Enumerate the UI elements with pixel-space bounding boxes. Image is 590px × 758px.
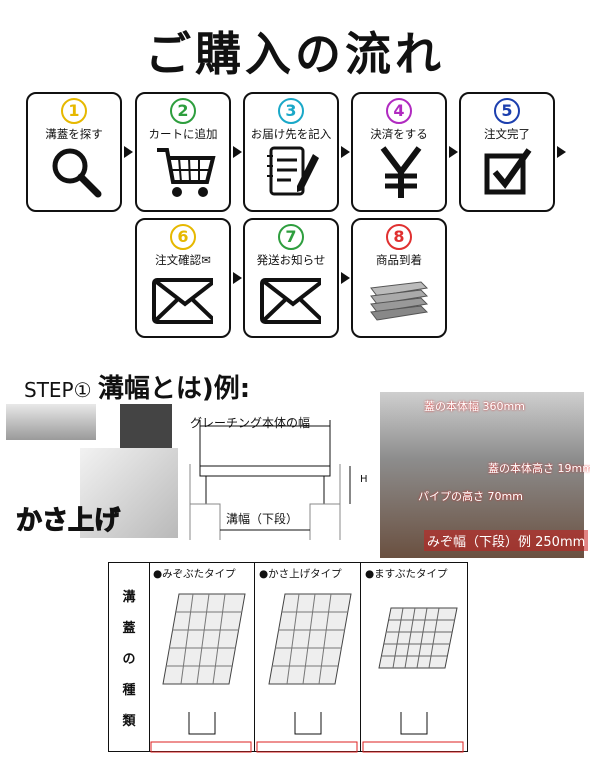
body-width-label: グレーチング本体の幅: [190, 416, 311, 430]
type-column: ●ますぶたタイプ: [361, 563, 467, 753]
page-title: ご購入の流れ: [145, 27, 445, 81]
step-5: 5 注文完了: [459, 92, 555, 212]
kasa-grating-photo: [80, 448, 178, 538]
step-2: 2 カートに追加: [135, 92, 231, 212]
ditch-width-label: 溝幅（下段）: [226, 512, 299, 526]
type-header: ●ますぶたタイプ: [365, 568, 448, 580]
step-section-title: STEP① 溝幅とは)例:: [24, 368, 250, 405]
grating-drawing: [150, 593, 252, 753]
grating-photo: [6, 404, 96, 440]
step-prefix: STEP①: [24, 378, 92, 402]
step-6: 6 注文確認✉: [135, 218, 231, 338]
step-number: 2: [170, 98, 196, 124]
step-number: 3: [278, 98, 304, 124]
type-column: ●かさ上げタイプ: [255, 563, 361, 753]
envelope-icon: [152, 278, 213, 324]
grating-stack-icon: [370, 281, 429, 321]
step-number: 5: [494, 98, 520, 124]
step-label: 発送お知らせ: [256, 253, 326, 267]
arrow-icon: [449, 146, 458, 158]
notepad-icon: [267, 146, 319, 196]
step-label: 商品到着: [376, 253, 422, 267]
checkbox-icon: [484, 148, 532, 195]
arrow-icon: [233, 272, 242, 284]
step-label: 決済をする: [370, 127, 428, 141]
cart-icon: [157, 148, 216, 197]
ditch-diagram: [189, 420, 351, 540]
h-label: H: [360, 474, 368, 485]
photo-pipe-height: パイプの高さ 70mm: [418, 490, 523, 503]
step-number: 7: [278, 224, 304, 250]
envelope-icon: [260, 278, 321, 324]
types-table: 溝 蓋 の 種 類 ●みぞぶたタイプ ●かさ上げタイプ: [108, 562, 468, 753]
step-number: 6: [170, 224, 196, 250]
step-8: 8 商品到着: [351, 218, 447, 338]
magnifier-icon: [52, 148, 102, 198]
step-7: 7 発送お知らせ: [243, 218, 339, 338]
step-4: 4 決済をする: [351, 92, 447, 212]
arrow-icon: [233, 146, 242, 158]
grating-drawing: [256, 593, 358, 753]
grating-profile-photo: [120, 404, 172, 448]
step-label: カートに追加: [148, 127, 218, 141]
arrow-icon: [341, 272, 350, 284]
arrow-icon: [341, 146, 350, 158]
type-header: ●みぞぶたタイプ: [153, 568, 236, 580]
photo-body-width: 蓋の本体幅 360mm: [424, 400, 525, 413]
arrow-icon: [557, 146, 566, 158]
grating-drawing: [362, 607, 464, 753]
type-column: ●みぞぶたタイプ: [149, 563, 255, 753]
step-label: 注文確認✉: [155, 253, 211, 267]
step-number: 1: [61, 98, 87, 124]
photo-body-height: 蓋の本体高さ 19mm: [488, 462, 590, 475]
step-1: 1 溝蓋を探す: [26, 92, 122, 212]
step-label: お届け先を記入: [250, 127, 332, 141]
arrow-icon: [124, 146, 133, 158]
step-label: 注文完了: [484, 127, 530, 141]
step-heading: 溝幅とは)例:: [97, 374, 251, 404]
yen-icon: [380, 146, 422, 198]
step-number: 8: [386, 224, 412, 250]
types-vertical-label: 溝 蓋 の 種 類: [109, 563, 150, 751]
step-label: 溝蓋を探す: [45, 127, 103, 141]
step-3: 3 お届け先を記入: [243, 92, 339, 212]
kasa-label: かさ上げ: [15, 505, 121, 536]
photo-ditch-width: みぞ幅（下段）例 250mm: [424, 530, 589, 551]
step-number: 4: [386, 98, 412, 124]
type-header: ●かさ上げタイプ: [259, 568, 342, 580]
